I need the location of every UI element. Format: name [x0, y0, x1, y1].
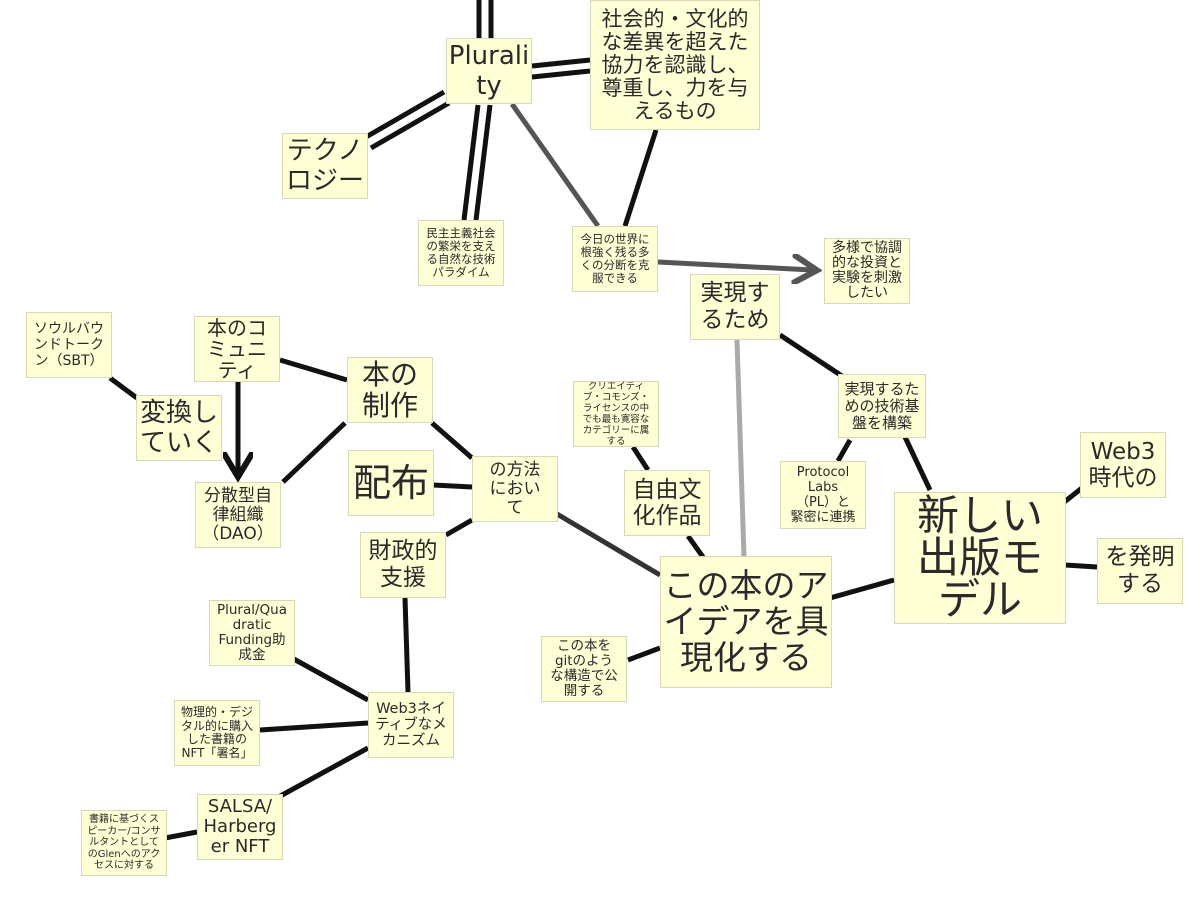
node-protocol-labs[interactable]: Protocol Labs （PL）と 緊密に連携: [780, 461, 866, 529]
node-kono-hon-idea-label: この本のア イデアを具 現化する: [663, 566, 829, 677]
node-web3-jidai[interactable]: Web3 時代の: [1080, 432, 1166, 498]
node-zaisei[interactable]: 財政的 支援: [360, 532, 446, 598]
node-web3-native-label: Web3ネイ ティブなメ カニズム: [375, 701, 447, 749]
node-kyou-no-sekai[interactable]: 今日の世界に 根強く残る多 くの分断を克 服できる: [572, 226, 658, 292]
node-jitsugen[interactable]: 実現す るため: [690, 274, 780, 340]
link-plurality-minshushugi-b: [473, 104, 493, 221]
node-salsa-label: SALSA/ Harberg er NFT: [203, 796, 277, 857]
link-plurality-technology-a: [364, 89, 446, 140]
node-web3-native[interactable]: Web3ネイ ティブなメ カニズム: [368, 692, 454, 758]
node-haifu-label: 配布: [352, 461, 429, 505]
node-plural-qf-label: Plural/Qua dratic Funding助 成金: [216, 602, 288, 663]
node-plurality[interactable]: Plurali ty: [446, 38, 532, 104]
node-zaisei-label: 財政的 支援: [368, 538, 438, 591]
node-plural-qf[interactable]: Plural/Qua dratic Funding助 成金: [209, 600, 295, 666]
node-minshushugi-label: 民主主義社会 の繁栄を支え る自然な技術 パラダイム: [426, 226, 496, 279]
link-haifu-houhou: [432, 482, 473, 490]
link-kyou-tayou: [657, 262, 812, 270]
node-butsuri[interactable]: 物理的・デジ タル的に購入 した書籍の NFT「署名」: [174, 700, 260, 766]
node-henkan-label: 変換し ていく: [139, 398, 218, 458]
link-pqf-web3native: [290, 655, 370, 703]
link-zaisei-web3native: [402, 597, 411, 693]
node-haifu[interactable]: 配布: [348, 450, 434, 516]
node-technology[interactable]: テクノ ロジー: [282, 133, 368, 199]
node-dao[interactable]: 分散型自 律組織 （DAO）: [195, 482, 281, 548]
link-cc-jiyu: [630, 445, 651, 472]
link-git-idea: [627, 645, 661, 663]
link-soulbound-henkan: [108, 375, 139, 401]
node-protocol-labs-label: Protocol Labs （PL）と 緊密に連携: [790, 465, 856, 525]
link-pl-kiban: [835, 438, 853, 463]
node-jitsugen-kiban-label: 実現するた めの技術基 盤を構築: [844, 379, 920, 432]
link-shakaiteki-kyou: [622, 129, 659, 227]
node-jiyu-bunka-label: 自由文 化作品: [632, 477, 702, 529]
node-atarashii[interactable]: 新しい 出版モ デル: [894, 492, 1066, 624]
link-plurality-minshushugi-a: [461, 104, 481, 221]
link-seisaku-houhou: [430, 421, 474, 460]
node-plurality-label: Plurali ty: [448, 41, 530, 101]
link-atarashii-hatsumei: [1064, 562, 1098, 570]
node-hon-community-label: 本のコ ミュニ ティ: [207, 316, 267, 382]
node-jitsugen-kiban[interactable]: 実現するた めの技術基 盤を構築: [838, 374, 926, 438]
node-hon-community[interactable]: 本のコ ミュニ ティ: [194, 316, 280, 382]
link-zaisei-houhou: [444, 517, 474, 538]
node-jiyu-bunka[interactable]: 自由文 化作品: [624, 470, 710, 536]
node-minshushugi[interactable]: 民主主義社会 の繁栄を支え る自然な技術 パラダイム: [418, 220, 504, 286]
link-kiban-atarashii: [902, 435, 933, 492]
node-creative-commons[interactable]: クリエイティ ブ・コモンズ・ ライセンスの中 でも最も寛容な カテゴリーに属 す…: [573, 381, 659, 447]
node-houhou-label: の方法 におい て: [489, 459, 541, 518]
link-plurality-technology-b: [369, 100, 451, 151]
link-community-seisaku: [279, 357, 348, 383]
link-shoseki-salsa: [164, 829, 198, 841]
node-hatsumei[interactable]: を発明 する: [1097, 538, 1183, 604]
node-jitsugen-label: 実現す るため: [700, 280, 770, 333]
node-git-label: この本を gitのよう な構造で公 開する: [550, 638, 618, 699]
node-hon-seisaku-label: 本の 制作: [361, 358, 418, 422]
node-henkan[interactable]: 変換し ていく: [136, 395, 222, 461]
link-houhou-idea: [555, 511, 662, 578]
node-tayou[interactable]: 多様で協調 的な投資と 実験を刺激 したい: [824, 238, 910, 304]
link-plurality-shakaiteki-b: [531, 68, 591, 80]
node-shakaiteki[interactable]: 社会的・文化的 な差異を超えた 協力を認識し、 尊重し、力を与 えるもの: [590, 0, 760, 130]
node-technology-label: テクノ ロジー: [285, 136, 364, 196]
node-shakaiteki-label: 社会的・文化的 な差異を超えた 協力を認識し、 尊重し、力を与 えるもの: [601, 6, 749, 123]
link-plurality-kyou: [509, 102, 601, 228]
link-atarashii-idea: [829, 577, 895, 601]
node-shoseki-label: 書籍に基づくス ピーカー/コンサ ルタントとして のGlenへのアク セスに対す…: [87, 814, 161, 872]
link-salsa-web3native: [271, 745, 370, 803]
node-web3-jidai-label: Web3 時代の: [1088, 439, 1158, 491]
node-kono-hon-idea[interactable]: この本のア イデアを具 現化する: [660, 556, 832, 688]
node-shoseki[interactable]: 書籍に基づくス ピーカー/コンサ ルタントとして のGlenへのアク セスに対す…: [81, 810, 167, 876]
link-jitsugen-kiban: [778, 332, 847, 381]
node-hon-seisaku[interactable]: 本の 制作: [347, 357, 433, 423]
node-salsa[interactable]: SALSA/ Harberg er NFT: [197, 794, 283, 860]
node-soulbound[interactable]: ソウルバウ ンドトーク ン（SBT）: [26, 312, 112, 378]
link-jitsugen-idea: [734, 339, 747, 558]
node-atarashii-label: 新しい 出版モ デル: [916, 492, 1043, 624]
link-jiyu-idea: [685, 534, 706, 559]
node-creative-commons-label: クリエイティ ブ・コモンズ・ ライセンスの中 でも最も寛容な カテゴリーに属 す…: [582, 381, 650, 447]
node-tayou-label: 多様で協調 的な投資と 実験を刺激 したい: [832, 240, 902, 301]
node-soulbound-label: ソウルバウ ンドトーク ン（SBT）: [34, 321, 104, 369]
node-butsuri-label: 物理的・デジ タル的に購入 した書籍の NFT「署名」: [180, 705, 253, 760]
link-butsuri-web3native: [259, 720, 369, 733]
node-dao-label: 分散型自 律組織 （DAO）: [202, 485, 274, 544]
node-git[interactable]: この本を gitのよう な構造で公 開する: [541, 636, 627, 702]
node-kyou-no-sekai-label: 今日の世界に 根強く残る多 くの分断を克 服できる: [580, 232, 650, 285]
link-plurality-shakaiteki-a: [531, 57, 591, 69]
node-houhou[interactable]: の方法 におい て: [472, 456, 558, 522]
link-web3jidai-atarashii: [1061, 486, 1084, 505]
node-hatsumei-label: を発明 する: [1105, 544, 1175, 597]
link-seisaku-dao: [281, 421, 347, 484]
